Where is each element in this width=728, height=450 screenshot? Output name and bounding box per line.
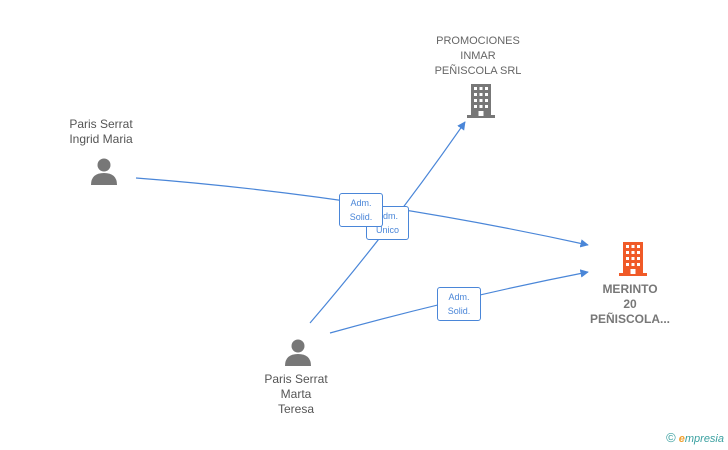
node-label-promociones: PROMOCIONES INMAR PEÑISCOLA SRL <box>434 35 522 77</box>
node-label-merinto: MERINTO 20 PEÑISCOLA... <box>589 282 670 326</box>
building-icon[interactable] <box>617 242 649 276</box>
edge-label-ingrid-merinto[interactable]: Adm. Solid. <box>339 193 383 227</box>
edge-label-marta-merinto[interactable]: Adm. Solid. <box>437 287 481 321</box>
node-label-ingrid: Paris Serrat Ingrid Maria <box>69 117 133 146</box>
empresia-logo: ©empresia <box>666 430 724 445</box>
person-icon[interactable] <box>283 337 313 367</box>
brand-name: mpresia <box>684 433 724 445</box>
person-icon[interactable] <box>89 156 119 186</box>
node-label-marta: Paris Serrat Marta Teresa <box>264 372 328 416</box>
building-icon[interactable] <box>465 84 497 118</box>
copyright-symbol: © <box>666 430 676 445</box>
brand-initial: e <box>678 433 685 445</box>
